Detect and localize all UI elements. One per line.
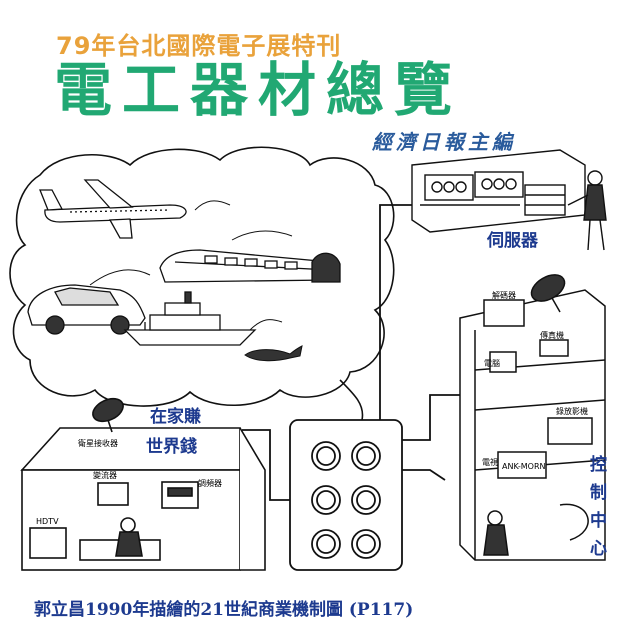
switch-box (289, 419, 403, 571)
cover-subtitle: 79年台北國際電子展特刊 (56, 32, 342, 60)
server-room (411, 149, 607, 251)
label-hdtv: HDTV (36, 517, 59, 526)
train-drawing (159, 249, 341, 283)
cloud-tail (339, 379, 364, 421)
label-tv-brand: ANK-MORN (502, 462, 546, 471)
label-converter: 變流器 (93, 470, 117, 480)
figure-caption: 郭立昌1990年描繪的21世紀商業機制圖 (P117) (34, 600, 414, 620)
ship-drawing (123, 291, 257, 346)
label-modem: 調頻器 (198, 478, 222, 488)
label-tv: 電視 (482, 458, 498, 467)
label-server: 伺服器 (487, 231, 538, 251)
label-control-char-4: 心 (590, 539, 607, 559)
label-home-line1: 在家賺 (150, 407, 201, 427)
label-control-char-3: 中 (590, 511, 607, 531)
speed-line (89, 269, 151, 286)
label-control-char-2: 制 (590, 483, 607, 503)
cover-editor: 經濟日報主編 (372, 130, 516, 154)
airplane-drawing (39, 179, 187, 239)
label-decoder: 解碼器 (492, 290, 516, 300)
house-drawing (20, 397, 266, 571)
label-fax: 傳真機 (540, 330, 564, 340)
whale-drawing (244, 345, 303, 362)
speed-line (231, 230, 293, 241)
label-home-line2: 世界錢 (146, 437, 197, 457)
label-computer: 電腦 (484, 358, 500, 368)
network-lines (242, 204, 465, 501)
cover-title: 電工器材總覽 (54, 56, 463, 124)
label-satellite-receiver: 衛星接收器 (78, 438, 118, 448)
speed-line (194, 200, 231, 211)
control-center (459, 274, 606, 561)
label-control-char-1: 控 (590, 455, 607, 475)
label-vcr: 錄放影機 (556, 406, 588, 416)
speed-line (249, 319, 283, 331)
